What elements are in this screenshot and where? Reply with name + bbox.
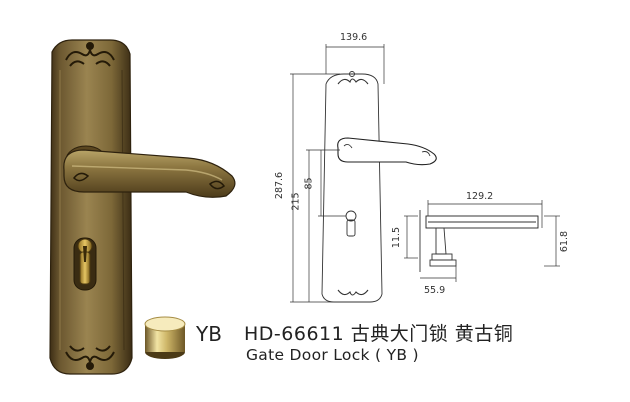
lock-plate [49, 39, 133, 375]
dimension-lines [290, 44, 385, 303]
drawing-front-view [321, 71, 437, 303]
dim-projection: 61.8 [559, 230, 571, 253]
top-ornament-icon [65, 42, 115, 67]
dim-rose-height: 11.5 [391, 226, 403, 249]
dim-handle-to-key: 85 [303, 177, 315, 190]
dim-rose-width: 55.9 [424, 285, 446, 296]
dim-total-height: 287.6 [274, 171, 286, 200]
finish-code: YB [196, 322, 222, 346]
dim-handle-to-bottom: 215 [290, 192, 302, 211]
dim-handle-length: 129.2 [466, 191, 494, 202]
bottom-ornament-icon [65, 345, 115, 370]
lever-handle [63, 149, 236, 198]
dim-plate-width: 139.6 [340, 32, 368, 43]
model-title: HD-66611 古典大门锁 黄古铜 [244, 323, 514, 345]
finish-swatch [144, 316, 186, 359]
drawing-side-view [404, 200, 560, 282]
key-cylinder [73, 237, 97, 291]
product-name: Gate Door Lock ( YB ) [246, 346, 419, 364]
